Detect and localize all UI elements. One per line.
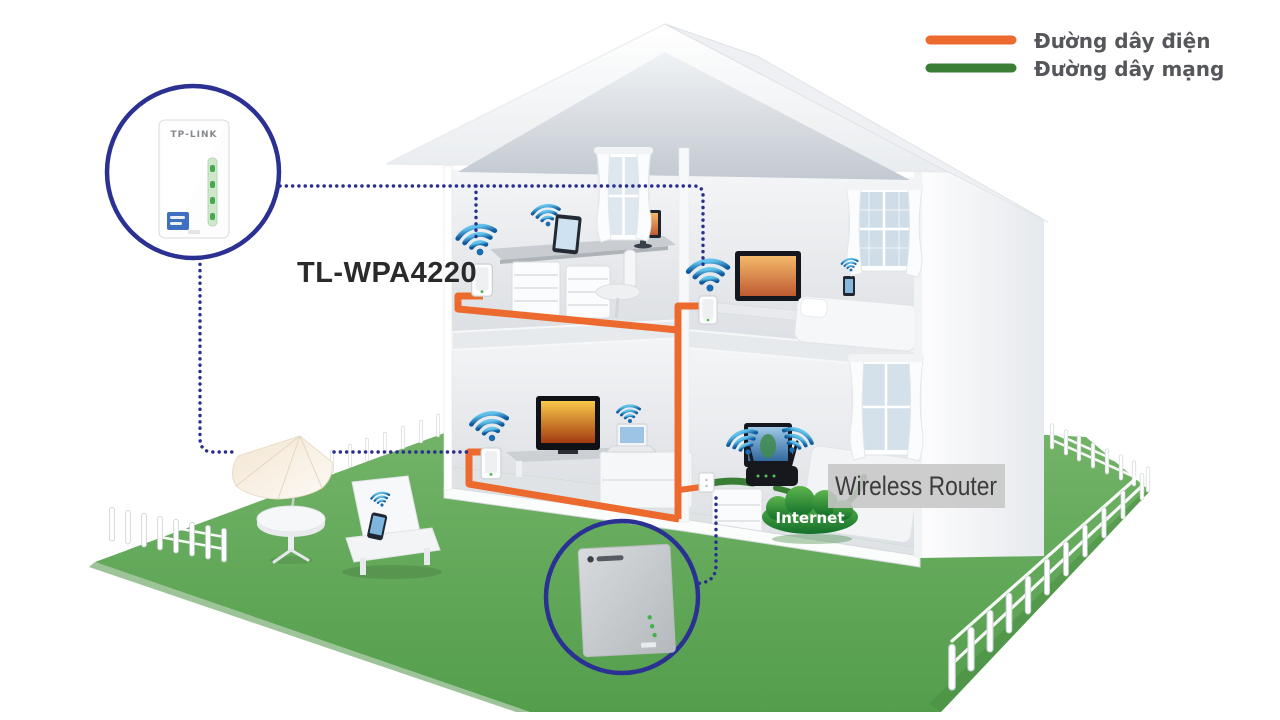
adapter-model-label: TL-WPA4220 [297, 257, 477, 289]
power-line-path [454, 292, 702, 523]
house [385, 23, 1049, 568]
legend-network-line-label: Đường dây mạng [1034, 57, 1224, 81]
fence-right-top [1049, 423, 1151, 493]
powerline-adapter-device [577, 543, 676, 658]
dotted-top-run [278, 184, 705, 270]
bedroom-tv [735, 251, 801, 301]
window-lower-right [848, 354, 924, 462]
phone-on-lounge [367, 512, 388, 541]
attic-interior [458, 52, 910, 180]
tablet [552, 214, 582, 255]
wireless-router-device [746, 440, 799, 486]
exterior-right-wall [920, 160, 1044, 558]
phone-bedroom [843, 276, 855, 296]
dotted-connection-yard-a [198, 256, 234, 454]
dotted-outlet-branch [694, 496, 718, 586]
bedroom-furniture [687, 251, 920, 352]
living-furniture [506, 396, 693, 509]
wireless-router-text: Wireless Router [835, 471, 997, 501]
model-badge [167, 212, 189, 230]
patio-table [256, 505, 326, 564]
living-tv [536, 396, 600, 454]
left-wall-edge [443, 165, 453, 491]
window-upper-right [845, 182, 923, 278]
legend-power-line-label: Đường dây điện [1034, 29, 1210, 53]
dotted-connections [278, 184, 718, 586]
tl-wpa4220-device: TP-LINK [158, 119, 230, 239]
internet-cloud: Internet [762, 486, 858, 544]
lawn-front-edge [89, 562, 530, 712]
wireless-router-label: Wireless Router [828, 464, 1005, 508]
powerline-extender-bedroom [698, 295, 718, 325]
legend: Đường dây điện Đường dây mạng [925, 29, 1224, 81]
roof-right-slope [664, 23, 1049, 223]
fence-right-front [948, 471, 1145, 691]
callout-powerline-adapter [543, 518, 701, 676]
fence-left [109, 506, 227, 563]
lawn-right-edge [929, 491, 1150, 712]
fence-back [330, 407, 458, 474]
laptop [605, 423, 657, 453]
internet-label: Internet [775, 509, 844, 527]
brand-text: TP-LINK [171, 130, 218, 140]
powerline-extender-living [480, 447, 502, 480]
window-center [594, 147, 653, 243]
wall-outlet [698, 472, 715, 493]
callout-adapter-closeup: TP-LINK [104, 83, 282, 261]
